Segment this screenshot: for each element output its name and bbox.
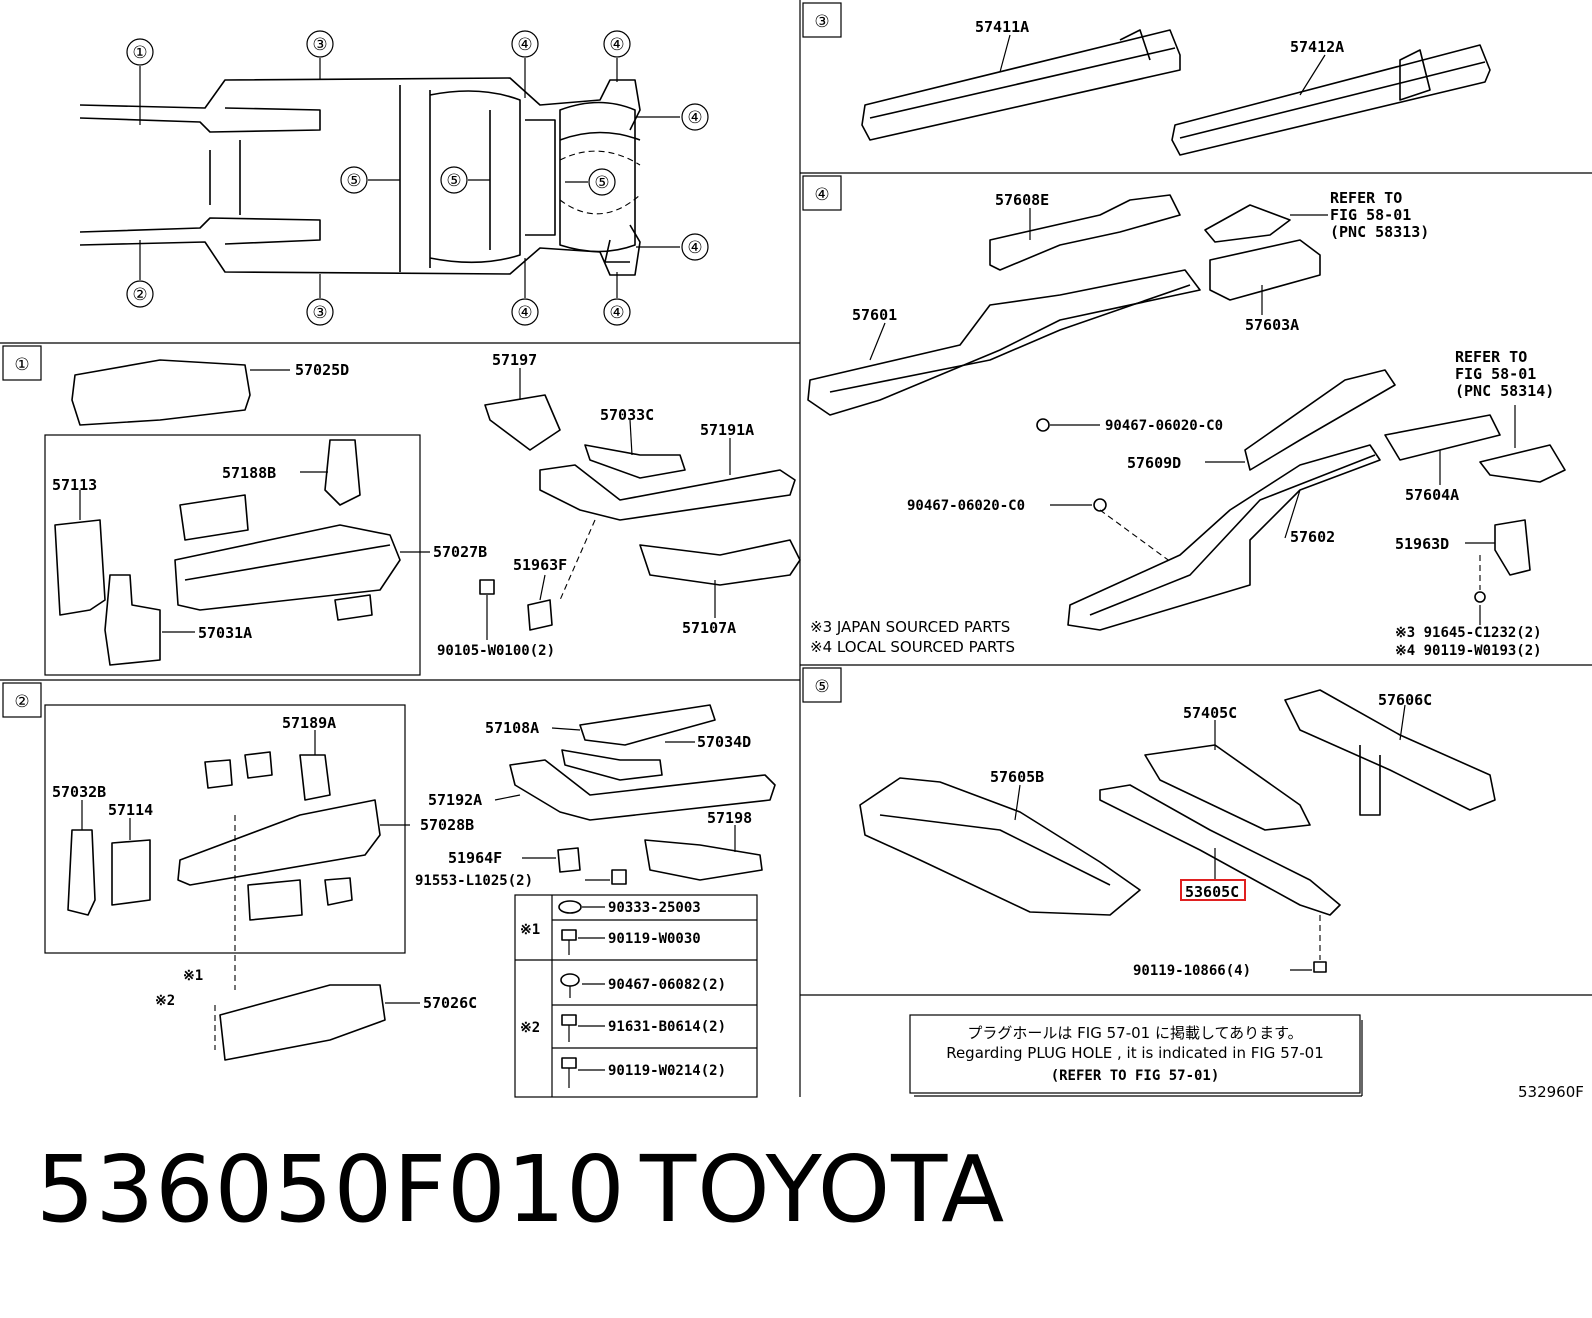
diagram-label: ③: [814, 12, 829, 32]
section-2-parts: 57189A 57032B 57114 57028B ※1 ※2 57026C …: [44, 704, 776, 1061]
part-90105-W0100: 90105-W0100(2): [437, 643, 555, 659]
diagram-label: ※4 90119-W0193(2): [1395, 643, 1542, 659]
part-57032B: 57032B: [52, 783, 106, 801]
part-57027B: 57027B: [433, 543, 487, 561]
diagram-label: ※2: [520, 1020, 540, 1036]
diagram-label: ①: [132, 43, 147, 63]
section-1-parts: 57025D 57113 57188B 57027B 57031A 57197 …: [44, 351, 801, 676]
part-57191A: 57191A: [700, 421, 754, 439]
caption-part-number: 536050F010: [36, 1136, 626, 1243]
diagram-label: ※3 JAPAN SOURCED PARTS: [810, 618, 1010, 636]
figure-code: 532960F: [1518, 1083, 1584, 1101]
part-57192A: 57192A: [428, 791, 482, 809]
part-57107A: 57107A: [682, 619, 736, 637]
part-57025D: 57025D: [295, 361, 349, 379]
part-57114: 57114: [108, 801, 153, 819]
diagram-label: FIG 58-01: [1455, 365, 1536, 383]
part-57608E: 57608E: [995, 191, 1049, 209]
diagram-label: ④: [517, 303, 532, 323]
diagram-label: ④: [609, 303, 624, 323]
overview-callouts: ① ② ③ ③ ④ ④ ④ ④ ④ ④ ⑤ ⑤ ⑤: [126, 30, 709, 326]
fastener-90467-06082: 90467-06082(2): [608, 977, 726, 993]
diagram-label: ※1: [183, 968, 203, 984]
part-57198: 57198: [707, 809, 752, 827]
diagram-label: REFER TO: [1330, 189, 1402, 207]
diagram-label: (PNC 58314): [1455, 382, 1554, 400]
diagram-label: ④: [517, 35, 532, 55]
section-label-5: ⑤: [802, 667, 842, 703]
part-57197: 57197: [492, 351, 537, 369]
fastener-91631-B0614: 91631-B0614(2): [608, 1019, 726, 1035]
part-57605B: 57605B: [990, 768, 1044, 786]
diagram-label: ※2: [155, 993, 175, 1009]
fastener-table: ※1 ※2 90333-25003 90119-W0030 90467-0608…: [514, 894, 758, 1098]
diagram-label: ④: [814, 185, 829, 205]
part-57606C: 57606C: [1378, 691, 1432, 709]
parts-diagram: ③ ④ ⑤ ① ②: [0, 0, 1592, 1101]
section-3-parts: 57411A 57412A: [861, 18, 1491, 156]
part-51963F: 51963F: [513, 556, 567, 574]
part-90119-10866: 90119-10866(4): [1133, 963, 1251, 979]
diagram-label: ②: [132, 285, 147, 305]
diagram-label: ⑤: [594, 173, 609, 193]
part-57113: 57113: [52, 476, 97, 494]
part-57603A: 57603A: [1245, 316, 1299, 334]
section-label-1: ①: [2, 345, 42, 381]
part-57031A: 57031A: [198, 624, 252, 642]
diagram-label: ④: [687, 238, 702, 258]
diagram-label: ※1: [520, 922, 540, 938]
diagram-label: ③: [312, 35, 327, 55]
section-4-parts: 57608E REFER TO FIG 58-01 (PNC 58313) 57…: [807, 189, 1566, 659]
part-57108A: 57108A: [485, 719, 539, 737]
section-grid: [0, 0, 1592, 1097]
diagram-label: ②: [14, 692, 29, 712]
diagram-label: プラグホールは FIG 57-01 に掲載してあります。: [967, 1024, 1302, 1042]
diagram-label: ※3 91645-C1232(2): [1395, 625, 1542, 641]
diagram-label: Regarding PLUG HOLE , it is indicated in…: [946, 1044, 1324, 1062]
diagram-label: (PNC 58313): [1330, 223, 1429, 241]
diagram-label: (REFER TO FIG 57-01): [1051, 1068, 1220, 1084]
part-57028B: 57028B: [420, 816, 474, 834]
diagram-label: ④: [687, 108, 702, 128]
part-53605C: 53605C: [1185, 883, 1239, 901]
diagram-label: ④: [609, 35, 624, 55]
part-51964F: 51964F: [448, 849, 502, 867]
plug-hole-note: プラグホールは FIG 57-01 に掲載してあります。 Regarding P…: [909, 1014, 1363, 1097]
frame-overview: [79, 58, 680, 298]
part-57412A: 57412A: [1290, 38, 1344, 56]
part-57604A: 57604A: [1405, 486, 1459, 504]
caption-brand: TOYOTA: [640, 1136, 1006, 1243]
diagram-label: ⑤: [814, 677, 829, 697]
fastener-90119-W0030: 90119-W0030: [608, 931, 701, 947]
part-51963D: 51963D: [1395, 535, 1449, 553]
part-57609D: 57609D: [1127, 454, 1181, 472]
diagram-label: ※4 LOCAL SOURCED PARTS: [810, 638, 1015, 656]
section-label-3: ③: [802, 2, 842, 38]
part-57188B: 57188B: [222, 464, 276, 482]
part-57189A: 57189A: [282, 714, 336, 732]
diagram-label: ①: [14, 355, 29, 375]
diagram-label: FIG 58-01: [1330, 206, 1411, 224]
section-5-parts: 57405C 57606C 57605B 53605C 90119-10866(…: [859, 689, 1496, 979]
section-label-2: ②: [2, 682, 42, 718]
diagram-label: ⑤: [346, 171, 361, 191]
section-label-4: ④: [802, 175, 842, 211]
part-57034D: 57034D: [697, 733, 751, 751]
diagram-label: ③: [312, 303, 327, 323]
diagram-label: REFER TO: [1455, 348, 1527, 366]
part-90467-06020-C0-a: 90467-06020-C0: [1105, 418, 1223, 434]
part-57405C: 57405C: [1183, 704, 1237, 722]
highlight-box-53605C: [1180, 879, 1246, 901]
part-90467-06020-C0-b: 90467-06020-C0: [907, 498, 1025, 514]
part-57026C: 57026C: [423, 994, 477, 1012]
part-57602: 57602: [1290, 528, 1335, 546]
fastener-90119-W0214: 90119-W0214(2): [608, 1063, 726, 1079]
fastener-90333-25003: 90333-25003: [608, 900, 701, 916]
part-57033C: 57033C: [600, 406, 654, 424]
part-57411A: 57411A: [975, 18, 1029, 36]
diagram-label: ⑤: [446, 171, 461, 191]
part-91553-L1025: 91553-L1025(2): [415, 873, 533, 889]
part-57601: 57601: [852, 306, 897, 324]
